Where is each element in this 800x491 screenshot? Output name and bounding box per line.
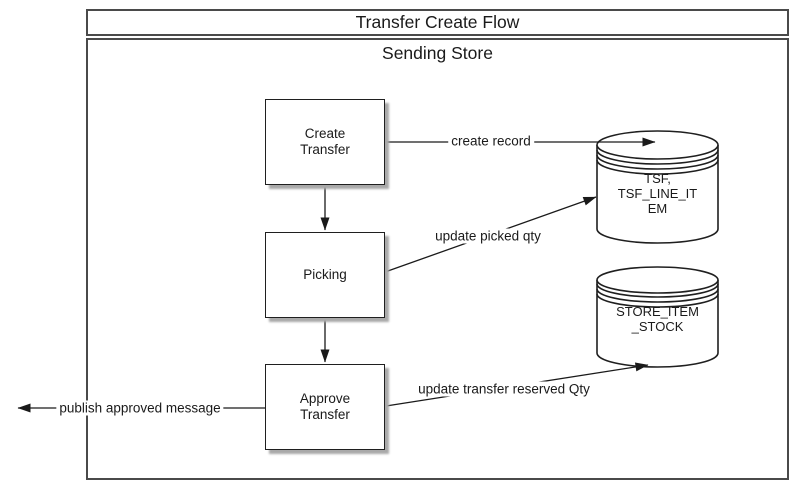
tsf-db-cylinder <box>596 130 719 244</box>
diagram-title-bar: Transfer Create Flow <box>86 9 789 36</box>
edge-label-update-picked-qty: update picked qty <box>432 228 544 244</box>
create-transfer-box: Create Transfer <box>265 99 385 185</box>
edge-label-update-transfer-reserved-qty: update transfer reserved Qty <box>415 381 593 397</box>
picking-box: Picking <box>265 232 385 318</box>
sending-store-frame <box>86 38 789 480</box>
store-item-stock-cylinder <box>596 266 719 368</box>
store-item-stock-db-label: STORE_ITEM _STOCK <box>616 304 699 334</box>
edge-label-publish-approved-message: publish approved message <box>56 400 224 416</box>
approve-transfer-box: Approve Transfer <box>265 364 385 450</box>
diagram-title: Transfer Create Flow <box>355 12 520 32</box>
edge-label-create-record: create record <box>448 133 534 149</box>
sending-store-label: Sending Store <box>382 43 493 63</box>
tsf-db-label: TSF, TSF_LINE_IT EM <box>617 171 698 216</box>
